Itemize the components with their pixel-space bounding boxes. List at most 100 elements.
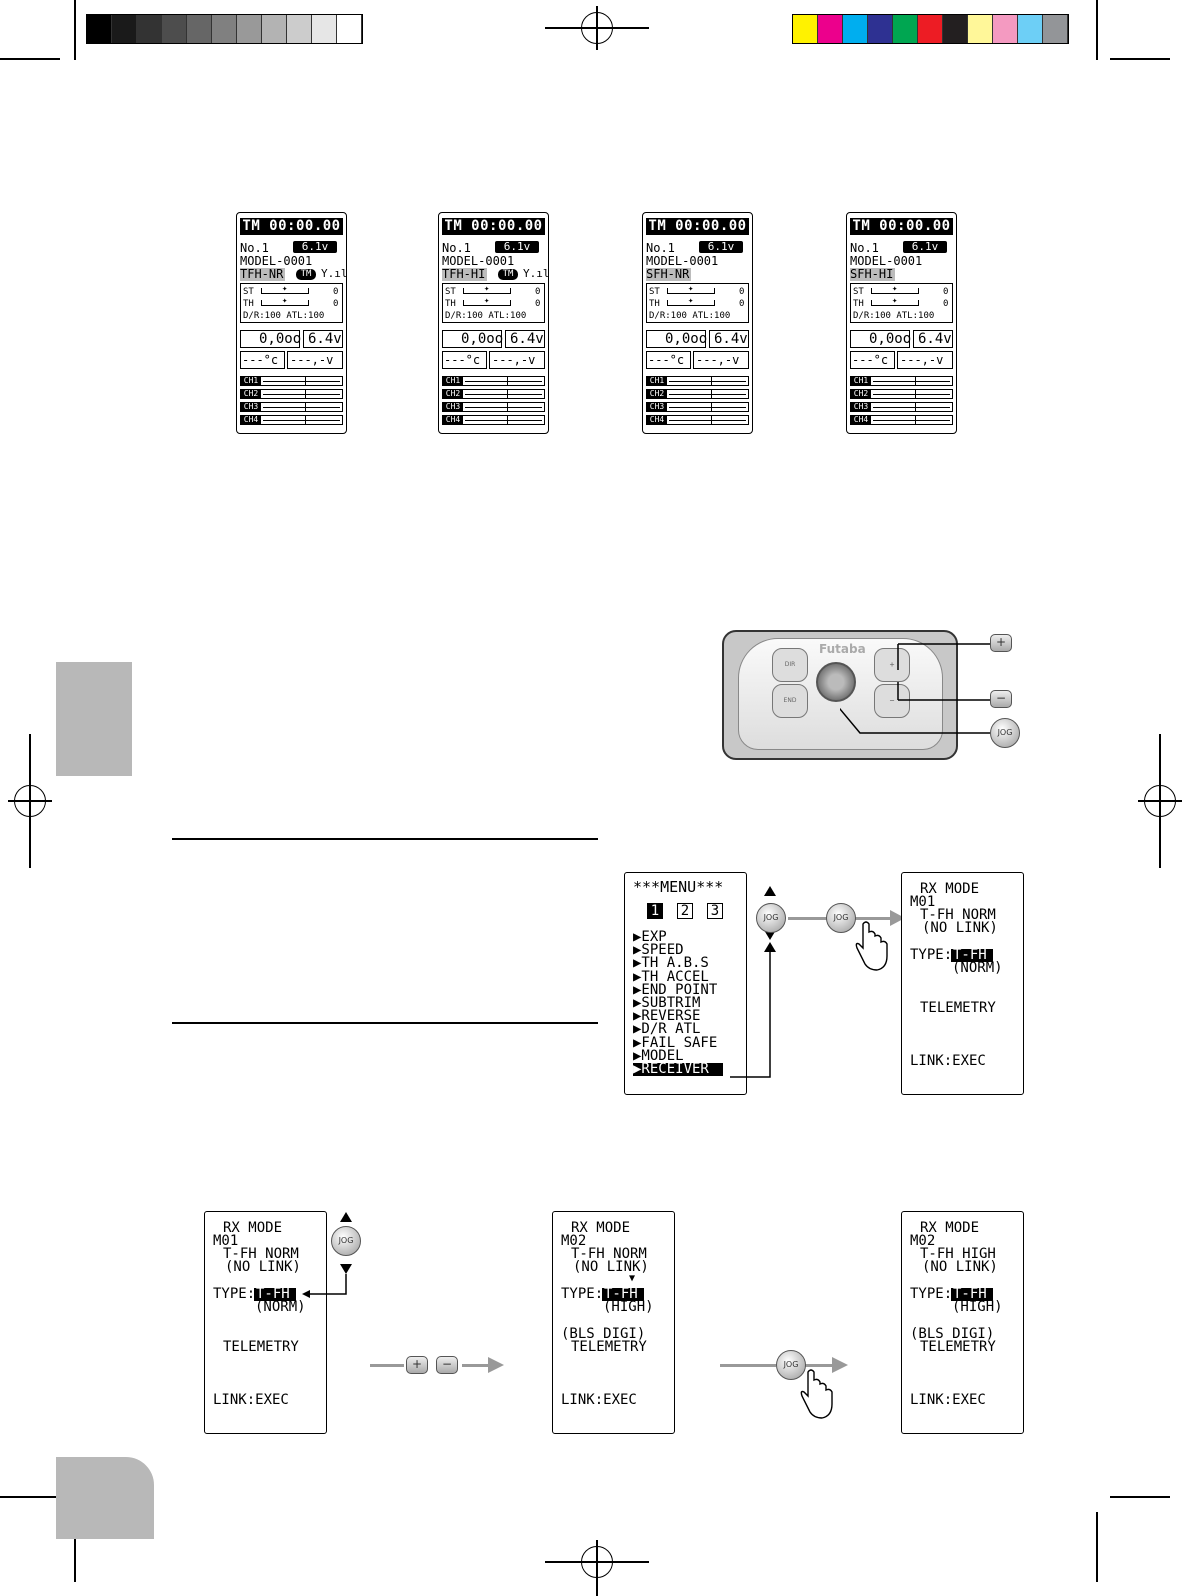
- channel-label: CH3: [241, 403, 261, 411]
- timer-display: TM 00:00.00: [240, 218, 343, 235]
- menu-item[interactable]: ▶SPEED: [633, 942, 684, 959]
- menu-item[interactable]: ▶MODEL: [633, 1047, 684, 1064]
- section-tab: [56, 662, 132, 776]
- steering-value: 0: [943, 287, 949, 297]
- menu-item[interactable]: ▶END POINT: [633, 981, 718, 998]
- jog-dial-hw[interactable]: [816, 662, 856, 702]
- channel-center-tick: [507, 403, 508, 411]
- dr-atl-readout: D/R:100 ATL:100: [445, 311, 527, 321]
- channel-center-tick: [915, 403, 916, 411]
- channel-label: CH4: [443, 416, 463, 424]
- channel-center-tick: [915, 377, 916, 385]
- rx-link-state: (NO LINK): [225, 1259, 301, 1275]
- color-swatch: [968, 15, 993, 43]
- channel-center-tick: [711, 403, 712, 411]
- color-swatch-bar: [792, 14, 1069, 44]
- channel-center-tick: [711, 390, 712, 398]
- rx-title: RX MODE: [920, 881, 980, 897]
- dir-button[interactable]: DIR: [772, 648, 808, 682]
- rx-type-value[interactable]: T-FH: [951, 1287, 993, 1301]
- rx-telemetry: TELEMETRY: [920, 1339, 996, 1355]
- registration-mark-top: [545, 6, 649, 50]
- channel-center-tick: [915, 416, 916, 424]
- model-name: MODEL-0001: [240, 254, 313, 268]
- throttle-trim-bar: [261, 300, 309, 306]
- channel-center-tick: [305, 416, 306, 424]
- menu-item[interactable]: ▶RECEIVER: [633, 1062, 723, 1076]
- channel-label: CH1: [647, 377, 667, 385]
- rx-mode: T-FH HIGH: [920, 1246, 996, 1262]
- steering-value: 0: [739, 287, 745, 297]
- rx-type-label: SFH-HI: [850, 267, 896, 281]
- channel-center-tick: [305, 390, 306, 398]
- throttle-value: 0: [943, 299, 949, 309]
- battery-voltage: 6.1v: [903, 241, 947, 253]
- transmitter-illustration: Futaba DIR END + −: [722, 630, 958, 760]
- rx-link-exec[interactable]: LINK:EXEC: [561, 1392, 637, 1408]
- channel-bar: [873, 420, 950, 421]
- temp-box: [442, 351, 487, 369]
- gray-swatch: [162, 15, 187, 43]
- battery-voltage: 6.1v: [699, 241, 743, 253]
- jog-scroll-step-icon: JOG: [331, 1226, 361, 1256]
- plus-button-hw[interactable]: +: [874, 648, 910, 682]
- jog-press-icon: JOG: [826, 903, 856, 933]
- channel-label: CH2: [241, 390, 261, 398]
- menu-item[interactable]: ▶TH A.B.S: [633, 955, 709, 972]
- menu-item[interactable]: ▶D/R ATL: [633, 1021, 701, 1038]
- temperature: ---°c: [648, 353, 685, 367]
- steering-trim-bar: [463, 288, 511, 294]
- rx-extra: (BLS DIGI): [910, 1326, 995, 1342]
- minus-button-hw[interactable]: −: [874, 684, 910, 718]
- menu-item[interactable]: ▶EXP: [633, 929, 667, 945]
- channel-bar: [669, 394, 746, 395]
- channel-row: CH3: [240, 402, 343, 412]
- throttle-label: TH: [853, 299, 864, 309]
- rx-link-exec[interactable]: LINK:EXEC: [910, 1053, 986, 1069]
- channel-row: CH3: [646, 402, 749, 412]
- rx-type-sub: (NORM): [255, 1299, 306, 1315]
- rx-link-exec[interactable]: LINK:EXEC: [213, 1392, 289, 1408]
- gray-swatch: [112, 15, 137, 43]
- channel-row: CH4: [850, 415, 953, 425]
- channel-label: CH2: [851, 390, 871, 398]
- menu-item[interactable]: ▶SUBTRIM: [633, 995, 701, 1011]
- rx-type-value[interactable]: T-FH: [951, 948, 993, 962]
- steering-trim-bar: [667, 288, 715, 294]
- voltage: ---,-v: [696, 353, 740, 367]
- channel-row: CH2: [240, 389, 343, 399]
- channel-center-tick: [507, 377, 508, 385]
- menu-page-3[interactable]: 3: [707, 903, 723, 919]
- channel-bar: [263, 394, 340, 395]
- channel-label: CH4: [851, 416, 871, 424]
- menu-item[interactable]: ▶REVERSE: [633, 1008, 701, 1025]
- rx-type-value[interactable]: T-FH: [254, 1287, 296, 1301]
- channel-label: CH3: [647, 403, 667, 411]
- temperature: ---°c: [444, 353, 481, 367]
- channel-bar: [669, 381, 746, 382]
- channel-row: CH2: [442, 389, 545, 399]
- gray-swatch-bar: [86, 14, 363, 44]
- rx-telemetry: TELEMETRY: [920, 1000, 996, 1016]
- voltage-box: [287, 351, 343, 369]
- menu-item[interactable]: ▶FAIL SAFE: [633, 1034, 718, 1051]
- step-arrow-1: [370, 1357, 504, 1373]
- menu-page-1[interactable]: 1: [647, 903, 663, 919]
- end-button[interactable]: END: [772, 684, 808, 718]
- model-number: No.1: [442, 241, 471, 255]
- rx-type-value[interactable]: T-FH: [602, 1287, 644, 1301]
- rx-link-exec[interactable]: LINK:EXEC: [910, 1392, 986, 1408]
- channel-bar: [873, 381, 950, 382]
- steering-trim-marker: ✦: [892, 284, 898, 294]
- menu-item[interactable]: ▶TH ACCEL: [633, 968, 709, 985]
- finger-press-icon: [855, 921, 888, 971]
- menu-page-2[interactable]: 2: [677, 903, 693, 919]
- gray-swatch: [262, 15, 287, 43]
- color-swatch: [893, 15, 918, 43]
- gray-swatch: [237, 15, 262, 43]
- crop-mark-br-v: [1096, 1512, 1098, 1582]
- temp-box: [240, 351, 285, 369]
